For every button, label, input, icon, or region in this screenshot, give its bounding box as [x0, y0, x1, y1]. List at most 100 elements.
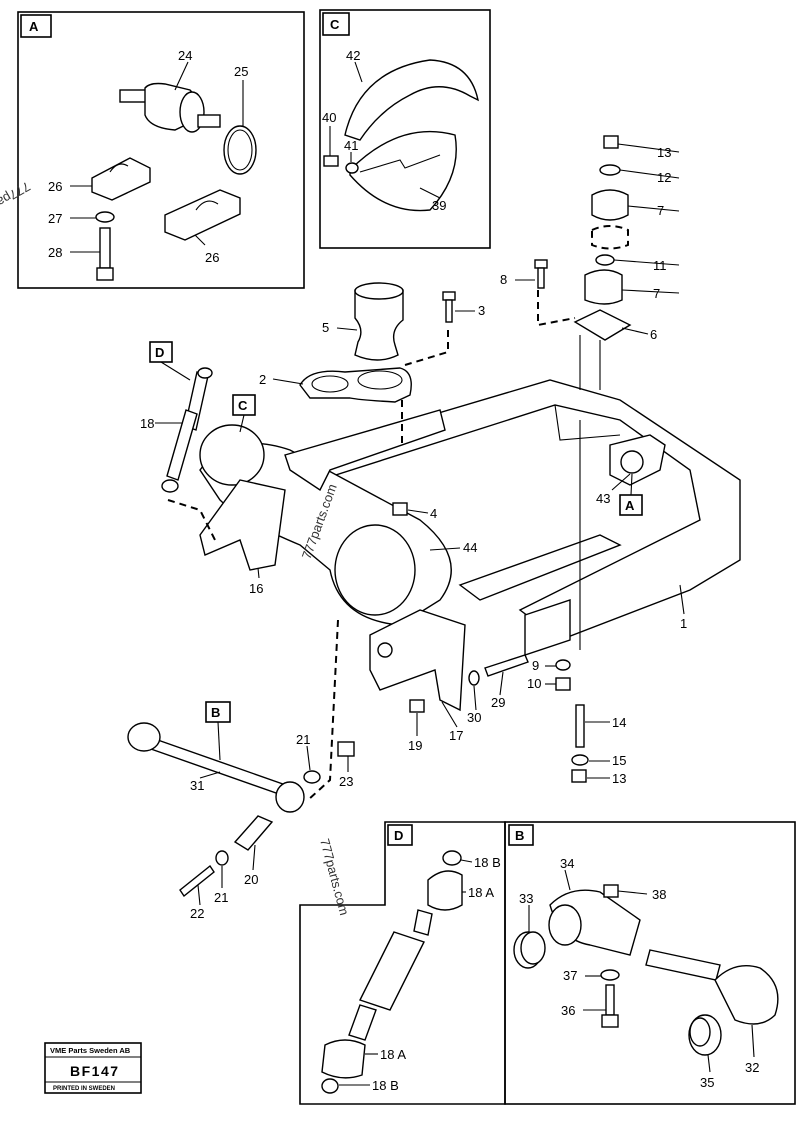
label-28: 28 [48, 245, 62, 260]
label-18b-bottom: 18 B [372, 1078, 399, 1093]
label-7-lower: 7 [653, 286, 660, 301]
label-18: 18 [140, 416, 154, 431]
part-6-plate [573, 309, 632, 341]
stamp-printed: PRINTED IN SWEDEN [53, 1086, 115, 1092]
label-5: 5 [322, 320, 329, 335]
label-41: 41 [344, 138, 358, 153]
inset-b-frame [504, 821, 796, 1105]
label-13-top: 13 [657, 145, 671, 160]
callout-d: D [155, 345, 164, 360]
label-31: 31 [190, 778, 204, 793]
inset-a-tag [20, 14, 52, 38]
part-20-spacer [233, 815, 274, 851]
part-21-washer-lower [215, 850, 229, 866]
part-18a-bushing-bottom [321, 1039, 366, 1079]
stamp-company: VME Parts Sweden AB [50, 1046, 131, 1055]
part-12-washer [599, 164, 621, 176]
inset-c-tag [322, 12, 350, 36]
part-18b-nut-bottom [321, 1078, 339, 1094]
part-18b-nut-top [442, 850, 462, 866]
label-1: 1 [680, 616, 687, 631]
part-13-nut-bottom [571, 769, 587, 783]
label-2: 2 [259, 372, 266, 387]
label-24: 24 [178, 48, 192, 63]
callout-c: C [238, 398, 248, 413]
part-15-washer [571, 754, 589, 766]
inset-d-tag [387, 824, 413, 846]
stamp-code: BF147 [70, 1063, 120, 1079]
main-assembly: D C A B 13 12 [140, 135, 741, 801]
label-12: 12 [657, 170, 671, 185]
part-25-ring [223, 125, 257, 175]
label-26-a: 26 [48, 179, 62, 194]
part-42-mudguard [344, 59, 479, 141]
part-26-clamp-lower [164, 189, 241, 241]
part-24-bushing [119, 82, 221, 133]
label-4: 4 [430, 506, 437, 521]
label-34: 34 [560, 856, 574, 871]
part-36-bolt [605, 984, 615, 1016]
rod-end [645, 949, 721, 981]
label-30: 30 [467, 710, 481, 725]
callout-b: B [211, 705, 220, 720]
part-4-nut [392, 502, 408, 516]
label-21-lower: 21 [214, 890, 228, 905]
label-19: 19 [408, 738, 422, 753]
part-26-clamp-upper [91, 157, 151, 201]
label-26-b: 26 [205, 250, 219, 265]
part-21-washer-upper [303, 770, 321, 784]
label-10: 10 [527, 676, 541, 691]
torque-rod-assembly: 21 23 31 20 21 22 [127, 722, 355, 921]
label-14: 14 [612, 715, 626, 730]
inset-d: D 18 B 18 A 18 A 18 B 777parts.com [299, 821, 506, 1105]
inset-d-letter: D [394, 828, 403, 843]
label-23: 23 [339, 774, 353, 789]
part-41-washer [345, 162, 359, 174]
label-9: 9 [532, 658, 539, 673]
part-11-washer [595, 254, 615, 266]
label-22: 22 [190, 906, 204, 921]
company-stamp: VME Parts Sweden AB BF147 PRINTED IN SWE… [44, 1042, 142, 1094]
inset-a-letter: A [29, 19, 39, 34]
label-42: 42 [346, 48, 360, 63]
inset-b-tag [508, 824, 534, 846]
part-7-rubber-upper [591, 189, 629, 221]
part-29-bolt [484, 654, 529, 677]
part-10-nut [555, 677, 571, 691]
part-40-bolt [323, 155, 339, 167]
part-18-shock-absorber [161, 367, 213, 493]
inset-a-frame [17, 11, 305, 289]
label-38: 38 [652, 887, 666, 902]
part-32-eye [714, 965, 779, 1025]
label-27: 27 [48, 211, 62, 226]
part-22-bolt [179, 864, 215, 898]
part-8-bolt [534, 259, 548, 269]
label-29: 29 [491, 695, 505, 710]
label-13-bottom: 13 [612, 771, 626, 786]
label-36: 36 [561, 1003, 575, 1018]
part-16-bracket [199, 479, 286, 571]
part-3-bolt [442, 291, 456, 301]
part-18a-bushing-top [427, 870, 463, 911]
part-7-rubber-lower [584, 269, 623, 305]
shock-body [359, 931, 425, 1011]
inset-b-letter: B [515, 828, 524, 843]
label-3: 3 [478, 303, 485, 318]
label-33: 33 [519, 891, 533, 906]
part-13-nut-top [603, 135, 619, 149]
part-28-bolt [96, 227, 114, 281]
inset-a: A 24 25 [0, 11, 305, 289]
axle-mounting-plate [284, 409, 446, 492]
part-30-washer [468, 670, 480, 686]
part-27-washer [95, 211, 115, 223]
part-38-nut [603, 884, 619, 898]
part-23-nut [337, 741, 355, 757]
callout-a: A [625, 498, 635, 513]
label-18a-bottom: 18 A [380, 1047, 406, 1062]
label-18b-top: 18 B [474, 855, 501, 870]
label-11: 11 [653, 258, 667, 273]
label-6: 6 [650, 327, 657, 342]
part-37-washer [600, 969, 620, 981]
inset-b: B 34 33 38 37 36 32 35 [504, 821, 796, 1105]
